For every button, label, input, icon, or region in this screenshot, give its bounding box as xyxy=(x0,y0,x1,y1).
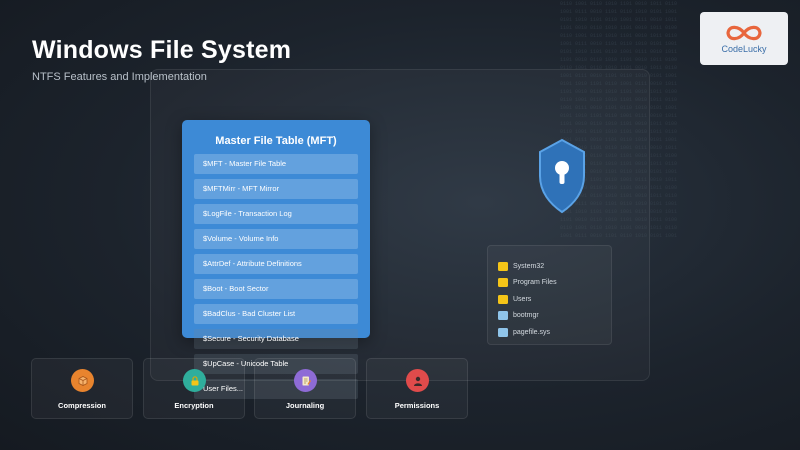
mft-entry: User Files... xyxy=(194,379,358,399)
binary-background: 0110 1001 0110 1010 1101 0010 1011 0110 … xyxy=(560,1,678,239)
file-icon xyxy=(498,327,508,337)
feature-label: Compression xyxy=(58,401,106,410)
directory-tree: System32 Program Files Users bootmgr pag… xyxy=(487,245,612,345)
tree-item-label: Users xyxy=(513,295,532,303)
folder-icon xyxy=(498,294,508,304)
infinity-icon xyxy=(726,25,762,40)
tree-item-label: Program Files xyxy=(513,279,557,287)
mft-entry: $Secure - Security Database xyxy=(194,329,358,349)
lock-icon xyxy=(183,369,206,392)
folder-icon xyxy=(498,278,508,288)
page-title: Windows File System xyxy=(32,36,292,64)
document-edit-icon xyxy=(294,369,317,392)
feature-card-compression[interactable]: Compression xyxy=(31,358,133,419)
compression-box-icon xyxy=(71,369,94,392)
logo-text: CodeLucky xyxy=(721,43,767,54)
mft-entry: $Boot - Boot Sector xyxy=(194,279,358,299)
folder-icon xyxy=(498,261,508,271)
file-icon xyxy=(498,311,508,321)
mft-entry: $LogFile - Transaction Log xyxy=(194,204,358,224)
mft-card: Master File Table (MFT) xyxy=(182,120,370,338)
feature-label: Permissions xyxy=(394,401,440,410)
tree-item[interactable]: pagefile.sys xyxy=(498,324,611,341)
tree-item[interactable]: Users xyxy=(498,291,611,308)
tree-item-label: bootmgr xyxy=(513,312,539,320)
feature-label: Encryption xyxy=(174,401,214,410)
feature-card-permissions[interactable]: Permissions xyxy=(366,358,468,419)
mft-title: Master File Table (MFT) xyxy=(215,135,337,147)
user-icon xyxy=(406,369,429,392)
diagram-panel xyxy=(150,69,650,381)
tree-item-label: System32 xyxy=(513,262,545,270)
feature-card-journaling[interactable]: Journaling xyxy=(254,358,356,419)
tree-item[interactable]: bootmgr xyxy=(498,308,611,325)
mft-entry: $MFT - Master File Table xyxy=(194,154,358,174)
tree-item[interactable]: System32 xyxy=(498,258,611,275)
mft-entry: $AttrDef - Attribute Definitions xyxy=(194,254,358,274)
shield-lock-icon xyxy=(539,138,585,214)
mft-entry: $MFTMirr - MFT Mirror xyxy=(194,179,358,199)
page-subtitle: NTFS Features and Implementation xyxy=(32,71,207,83)
tree-item-label: pagefile.sys xyxy=(513,328,550,336)
tree-item[interactable]: Program Files xyxy=(498,275,611,292)
mft-entry-list: $MFT - Master File Table $MFTMirr - MFT … xyxy=(194,154,358,404)
mft-entry: $Volume - Volume Info xyxy=(194,229,358,249)
mft-entry: $BadClus - Bad Cluster List xyxy=(194,304,358,324)
feature-label: Journaling xyxy=(285,401,325,410)
mft-entry: $UpCase - Unicode Table xyxy=(194,354,358,374)
feature-card-encryption[interactable]: Encryption xyxy=(143,358,245,419)
brand-logo[interactable]: CodeLucky xyxy=(700,12,788,65)
